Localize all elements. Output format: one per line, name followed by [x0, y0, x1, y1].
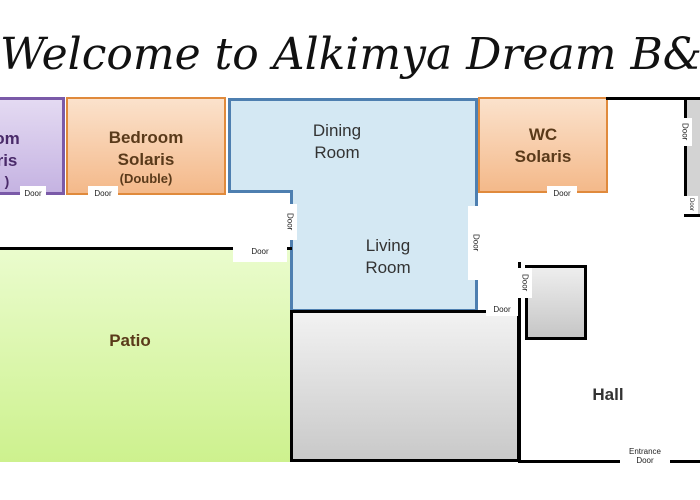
patio	[0, 250, 290, 462]
door-bedroom-solaris[interactable]: Door	[88, 186, 118, 200]
wall-patio-top	[0, 247, 292, 250]
room-partial-label-1: om	[0, 129, 20, 148]
wall-top-right	[606, 97, 700, 100]
room-partial-purple: om ris )	[0, 97, 65, 195]
wall-hall-bottom	[518, 460, 700, 463]
entrance-door[interactable]: Entrance Door	[620, 443, 670, 469]
wc-label-1: WC	[528, 125, 558, 144]
door-wc-solaris[interactable]: Door	[547, 186, 577, 200]
room-partial-label-2: ris	[0, 151, 18, 171]
patio-label: Patio	[109, 331, 151, 350]
room-living	[290, 190, 478, 312]
room-wc-solaris: WC Solaris	[478, 97, 608, 193]
bedroom-label-2: Solaris	[117, 150, 175, 170]
bedroom-label-1: Bedroom	[108, 128, 184, 147]
dining-bottom-edge	[228, 190, 292, 193]
page-title: Welcome to Alkimya Dream B&B	[0, 29, 700, 80]
wc-label-2: Solaris	[514, 147, 572, 167]
hall-gray-square	[525, 265, 587, 340]
bedroom-label-3: (Double)	[119, 171, 173, 187]
entrance-label-2: Door	[636, 456, 654, 465]
gray-block	[290, 310, 520, 462]
room-partial-label-3: )	[4, 173, 10, 190]
dining-label-1: Dining	[312, 121, 362, 140]
room-dining	[228, 98, 478, 193]
dining-label-2: Room	[314, 143, 360, 163]
room-bedroom-solaris: Bedroom Solaris (Double)	[66, 97, 226, 195]
door-living-bottom[interactable]: Door	[486, 302, 518, 316]
door-gray-square[interactable]: Door	[518, 268, 532, 298]
door-patio[interactable]: Door	[233, 240, 287, 262]
wall-right-divider	[684, 97, 687, 217]
entrance-label-1: Entrance	[628, 446, 662, 456]
wall-right-small-bottom	[684, 214, 700, 217]
door-partial-room[interactable]: Door	[20, 186, 46, 200]
door-right-small[interactable]: Door	[678, 118, 692, 146]
hall-label: Hall	[592, 385, 624, 404]
living-label-2: Room	[365, 258, 411, 278]
door-dining-left[interactable]: Door	[283, 204, 297, 240]
living-label-1: Living	[365, 236, 411, 255]
door-living-right[interactable]: Door	[468, 206, 484, 280]
door-right-small-2[interactable]: Door	[684, 196, 698, 214]
